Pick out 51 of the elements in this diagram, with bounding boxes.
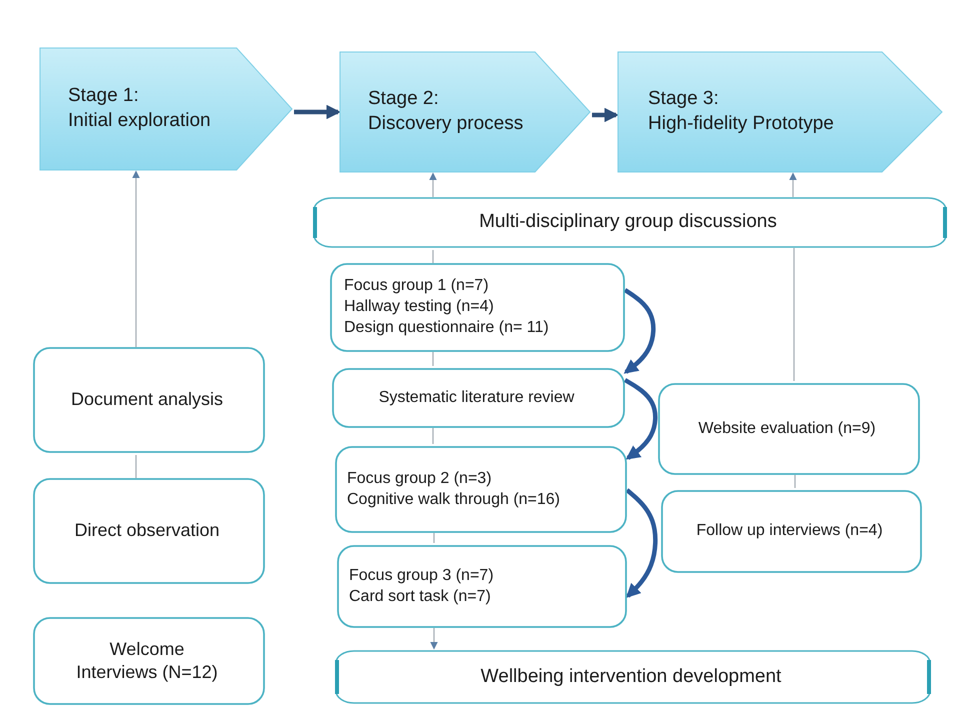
process-box — [33, 617, 265, 705]
process-label: Design questionnaire (n= 11) — [344, 318, 549, 338]
process-label: Follow up interviews (n=4) — [696, 521, 883, 542]
process-box — [337, 545, 627, 628]
stage-arrow-box — [40, 48, 292, 170]
banner-box — [335, 650, 931, 704]
connector-line — [432, 250, 434, 263]
process-label: Focus group 1 (n=7) — [344, 276, 489, 296]
process-box — [33, 478, 265, 584]
banner-box — [313, 197, 947, 248]
stage-label: High-fidelity Prototype — [648, 112, 834, 136]
process-box — [33, 347, 265, 453]
process-label: Systematic literature review — [378, 388, 574, 408]
process-box — [335, 446, 627, 533]
arrow — [132, 170, 140, 347]
arrow — [430, 628, 438, 650]
process-label: Focus group 2 (n=3) — [347, 468, 492, 489]
connector-line — [433, 533, 435, 543]
banner-label: Multi-disciplinary group discussions — [479, 210, 777, 234]
flow-arrow — [626, 488, 658, 598]
connector-line — [793, 248, 795, 381]
process-label: Cognitive walk through (n=16) — [347, 490, 560, 510]
flow-arrow — [592, 108, 619, 122]
connector-line — [432, 428, 434, 444]
process-label: Document analysis — [70, 388, 224, 412]
process-box — [658, 383, 920, 475]
banner-label: Wellbeing intervention development — [480, 664, 782, 689]
arrow — [429, 172, 437, 197]
arrow — [789, 172, 797, 197]
process-box — [332, 368, 625, 428]
process-label: Welcome Interviews (N=12) — [75, 638, 219, 684]
stage-arrow-box — [618, 52, 942, 172]
process-box — [330, 263, 625, 352]
process-label: Website evaluation (n=9) — [698, 418, 876, 439]
flow-arrow — [294, 104, 341, 120]
process-label: Hallway testing (n=4) — [344, 297, 494, 318]
connector-line — [135, 455, 137, 478]
stage-label: Initial exploration — [68, 109, 211, 133]
connector-line — [432, 352, 434, 366]
stage-label: Stage 1: — [68, 84, 139, 108]
process-label: Card sort task (n=7) — [349, 586, 491, 606]
stage-label: Stage 2: — [368, 87, 439, 112]
flow-arrow — [624, 288, 656, 374]
process-box — [661, 490, 922, 573]
flow-arrow — [624, 378, 658, 460]
process-label: Focus group 3 (n=7) — [349, 566, 494, 586]
stage-label: Stage 3: — [648, 87, 719, 112]
stage-label: Discovery process — [368, 112, 524, 136]
connector-line — [794, 475, 796, 488]
process-label: Direct observation — [74, 519, 220, 542]
stage-arrow-box — [340, 52, 590, 172]
